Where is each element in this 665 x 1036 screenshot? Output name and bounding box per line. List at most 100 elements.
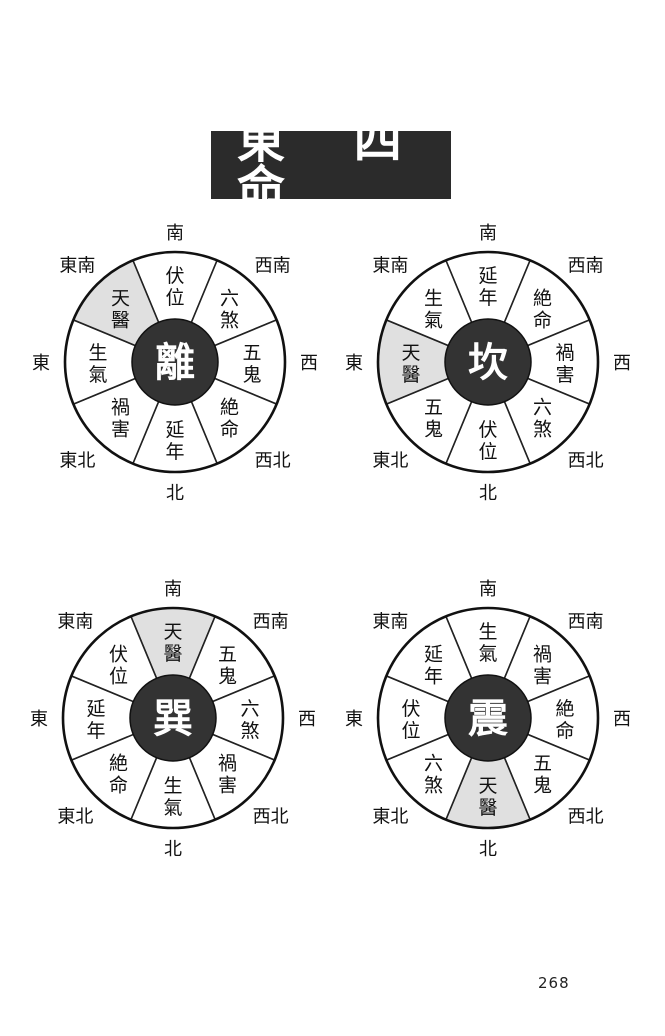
direction-label-ne: 東北 — [372, 451, 408, 472]
sector-label-e-1: 位 — [401, 720, 420, 742]
sector-label-s-0: 伏 — [165, 265, 184, 287]
sector-label-ne-0: 六 — [424, 752, 443, 774]
direction-label-s: 南 — [479, 579, 497, 600]
sector-label-se-0: 延 — [424, 644, 443, 666]
wheel-rim — [63, 250, 287, 474]
hub-circle — [444, 318, 532, 406]
sector-label-sw-0: 絶 — [533, 288, 552, 310]
direction-label-sw: 西南 — [568, 611, 604, 632]
sector-label-e-1: 年 — [86, 720, 105, 742]
sector-label-ne-0: 禍 — [111, 396, 130, 418]
sector-label-se-0: 生 — [424, 288, 443, 310]
sector-label-e-0: 天 — [401, 342, 420, 364]
sector-label-n-0: 延 — [165, 419, 184, 441]
direction-label-se: 東南 — [372, 611, 408, 632]
sector-label-se-1: 氣 — [424, 310, 443, 332]
hub-circle — [131, 318, 219, 406]
sector-label-nw-1: 鬼 — [533, 774, 552, 796]
direction-label-sw: 西南 — [568, 255, 604, 276]
sector-label-s-1: 氣 — [478, 643, 497, 665]
hub-trigram-label: 離 — [155, 340, 195, 386]
direction-label-e: 東 — [345, 353, 363, 374]
direction-label-n: 北 — [479, 483, 497, 504]
sector-label-nw-1: 命 — [220, 418, 239, 440]
sector-label-n-1: 位 — [478, 441, 497, 463]
sector-label-nw-1: 害 — [218, 774, 237, 796]
sector-label-sw-0: 六 — [220, 288, 239, 310]
direction-label-n: 北 — [479, 839, 497, 860]
sector-label-ne-0: 絶 — [109, 752, 128, 774]
wheel-rim — [61, 606, 285, 830]
sector-label-nw-0: 絶 — [220, 396, 239, 418]
direction-label-w: 西 — [300, 353, 318, 374]
page-number: 268 — [538, 974, 570, 992]
direction-label-w: 西 — [298, 709, 316, 730]
direction-label-s: 南 — [164, 579, 182, 600]
direction-label-s: 南 — [479, 223, 497, 244]
direction-label-nw: 西北 — [253, 807, 289, 828]
sector-label-se-1: 位 — [109, 666, 128, 688]
sector-label-w-0: 禍 — [555, 342, 574, 364]
hub-circle — [444, 674, 532, 762]
direction-label-sw: 西南 — [255, 255, 291, 276]
sector-label-w-1: 煞 — [240, 720, 259, 742]
sector-label-ne-0: 五 — [424, 396, 443, 418]
sector-label-nw-0: 禍 — [218, 752, 237, 774]
sector-label-e-0: 延 — [86, 698, 105, 720]
sector-label-s-0: 生 — [478, 621, 497, 643]
direction-label-e: 東 — [32, 353, 50, 374]
sector-label-ne-1: 害 — [111, 418, 130, 440]
sector-label-w-0: 五 — [242, 342, 261, 364]
sector-label-sw-1: 鬼 — [218, 666, 237, 688]
sector-label-ne-1: 煞 — [424, 774, 443, 796]
direction-label-ne: 東北 — [372, 807, 408, 828]
sector-label-ne-1: 命 — [109, 774, 128, 796]
page-title: 東 四 命 — [237, 113, 428, 217]
direction-label-w: 西 — [613, 353, 631, 374]
sector-label-nw-0: 六 — [533, 396, 552, 418]
wheel-rim — [376, 250, 600, 474]
sector-label-se-0: 天 — [111, 288, 130, 310]
direction-label-n: 北 — [164, 839, 182, 860]
sector-label-w-1: 鬼 — [242, 364, 261, 386]
sector-label-w-1: 命 — [555, 720, 574, 742]
direction-label-ne: 東北 — [57, 807, 93, 828]
sector-label-n-1: 年 — [165, 441, 184, 463]
sector-label-sw-1: 害 — [533, 666, 552, 688]
direction-label-sw: 西南 — [253, 611, 289, 632]
sector-label-n-1: 醫 — [478, 797, 497, 819]
sector-label-sw-0: 五 — [218, 644, 237, 666]
sector-label-w-0: 六 — [240, 698, 259, 720]
sector-label-s-0: 延 — [478, 265, 497, 287]
sector-label-sw-0: 禍 — [533, 644, 552, 666]
title-banner: 東 四 命 — [211, 117, 451, 213]
sector-label-nw-1: 煞 — [533, 418, 552, 440]
sector-label-sw-1: 煞 — [220, 310, 239, 332]
sector-label-se-1: 年 — [424, 666, 443, 688]
direction-label-se: 東南 — [57, 611, 93, 632]
direction-label-nw: 西北 — [568, 807, 604, 828]
sector-label-se-1: 醫 — [111, 310, 130, 332]
direction-label-nw: 西北 — [255, 451, 291, 472]
direction-label-se: 東南 — [59, 255, 95, 276]
sector-label-s-1: 位 — [165, 287, 184, 309]
sector-label-e-1: 醫 — [401, 364, 420, 386]
direction-label-s: 南 — [166, 223, 184, 244]
sector-label-e-0: 生 — [88, 342, 107, 364]
sector-label-w-1: 害 — [555, 364, 574, 386]
sector-label-se-0: 伏 — [109, 644, 128, 666]
direction-label-n: 北 — [166, 483, 184, 504]
direction-label-ne: 東北 — [59, 451, 95, 472]
hub-trigram-label: 巽 — [153, 696, 193, 742]
hub-circle — [129, 674, 217, 762]
sector-label-w-0: 絶 — [555, 698, 574, 720]
sector-label-ne-1: 鬼 — [424, 418, 443, 440]
sector-label-sw-1: 命 — [533, 310, 552, 332]
direction-label-nw: 西北 — [568, 451, 604, 472]
hub-trigram-label: 震 — [468, 696, 508, 742]
hub-trigram-label: 坎 — [468, 340, 508, 386]
sector-label-s-1: 年 — [478, 287, 497, 309]
